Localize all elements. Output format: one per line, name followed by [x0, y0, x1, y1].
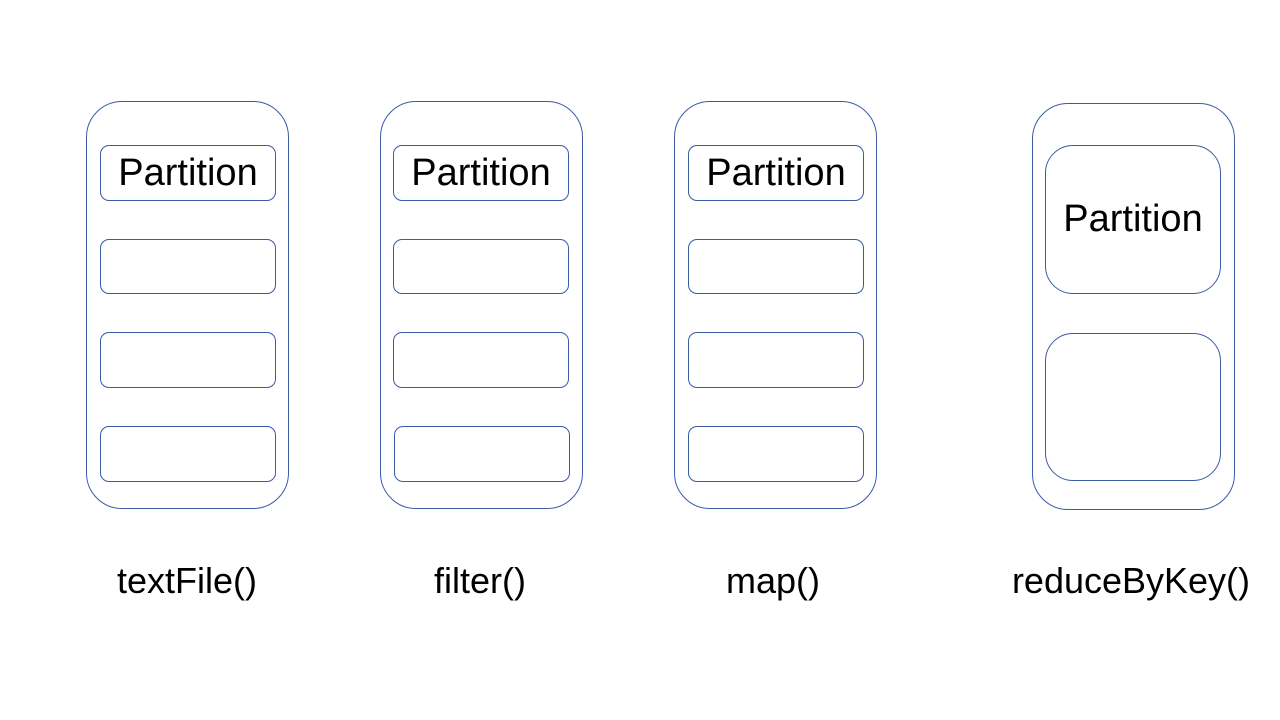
- partition-box: [688, 239, 864, 294]
- partition-box: Partition: [688, 145, 864, 201]
- partition-box: [688, 426, 864, 482]
- rdd-function-label: map(): [725, 560, 820, 601]
- partition-box: [100, 239, 276, 294]
- partition-box: Partition: [393, 145, 569, 201]
- rdd-function-label: filter(): [434, 560, 526, 601]
- partition-box: Partition: [1045, 145, 1221, 294]
- rdd-function-label: textFile(): [116, 560, 257, 601]
- rdd-map: Partition: [674, 101, 877, 509]
- rdd-filter: Partition: [380, 101, 583, 509]
- partition-box: [100, 332, 276, 388]
- partition-box: [394, 426, 570, 482]
- partition-box: [393, 332, 569, 388]
- partition-box: [688, 332, 864, 388]
- rdd-function-label: reduceByKey(): [1011, 560, 1251, 601]
- partition-box: [100, 426, 276, 482]
- rdd-reducebykey: Partition: [1032, 103, 1235, 510]
- partition-box: [1045, 333, 1221, 481]
- partition-box: Partition: [100, 145, 276, 201]
- rdd-textfile: Partition: [86, 101, 289, 509]
- partition-box: [393, 239, 569, 294]
